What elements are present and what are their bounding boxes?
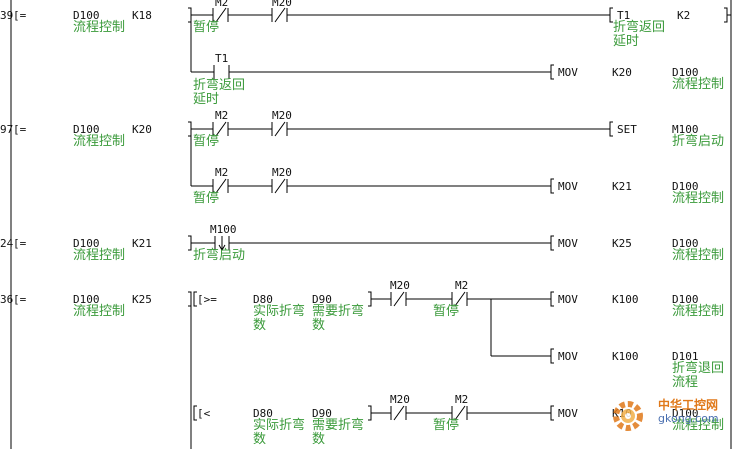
coil-dst[interactable]: D101 bbox=[672, 350, 699, 363]
coil-instr[interactable]: MOV bbox=[558, 66, 578, 79]
gear-logo-icon bbox=[613, 401, 643, 431]
device-comment: 流程控制 bbox=[672, 304, 725, 319]
coil-src[interactable]: K25 bbox=[612, 237, 632, 250]
contact-m20-nc[interactable] bbox=[390, 291, 407, 307]
rung-2[interactable] bbox=[188, 121, 613, 194]
device-comment: 流程控制 bbox=[73, 304, 126, 319]
coil-k[interactable]: K2 bbox=[677, 9, 691, 22]
compare-s1[interactable]: D100 bbox=[73, 9, 100, 22]
contact-label: M2 bbox=[215, 0, 229, 9]
compare-s1[interactable]: D100 bbox=[73, 293, 100, 306]
device-comment: 实际折弯数 bbox=[253, 304, 306, 333]
contact-label: M20 bbox=[390, 279, 410, 292]
contact-m20-nc[interactable] bbox=[271, 178, 288, 194]
device-comment: 暂停 bbox=[193, 20, 220, 35]
contact-label: M2 bbox=[455, 393, 469, 406]
contact-m20-nc[interactable] bbox=[271, 7, 288, 23]
device-comment: 折弯启动 bbox=[672, 134, 725, 149]
step-number: 36 bbox=[0, 293, 14, 306]
device-comment: 折弯启动 bbox=[193, 248, 246, 263]
contact-label: M2 bbox=[455, 279, 469, 292]
device-comment: 流程控制 bbox=[73, 248, 126, 263]
compare-op: [= bbox=[13, 237, 27, 250]
inner-compare-s1[interactable]: D80 bbox=[253, 407, 273, 420]
coil-dst[interactable]: D100 bbox=[672, 180, 699, 193]
contact-label: M2 bbox=[215, 166, 229, 179]
device-comment: 折弯返回延时 bbox=[193, 78, 246, 107]
rung-4[interactable] bbox=[188, 291, 554, 449]
contact-label: M20 bbox=[272, 166, 292, 179]
device-comment: 流程控制 bbox=[672, 191, 725, 206]
compare-op: [= bbox=[13, 123, 27, 136]
compare-op: [= bbox=[13, 9, 27, 22]
compare-s2[interactable]: K21 bbox=[132, 237, 152, 250]
coil-instr[interactable]: T1 bbox=[617, 9, 631, 22]
compare-s2[interactable]: K18 bbox=[132, 9, 152, 22]
watermark: 中华工控网 gkong.com bbox=[604, 392, 732, 440]
coil-dst[interactable]: D100 bbox=[672, 237, 699, 250]
step-number: 39 bbox=[0, 9, 14, 22]
device-comment: 需要折弯数 bbox=[312, 418, 365, 447]
contact-label: M2 bbox=[215, 109, 229, 122]
device-comment: 折弯返回延时 bbox=[613, 20, 666, 49]
coil-src[interactable]: K100 bbox=[612, 350, 639, 363]
coil-src[interactable]: K20 bbox=[612, 66, 632, 79]
device-comment: 流程控制 bbox=[672, 418, 725, 433]
compare-s1[interactable]: D100 bbox=[73, 237, 100, 250]
device-comment: 流程控制 bbox=[73, 20, 126, 35]
contact-label: T1 bbox=[215, 52, 229, 65]
coil-dst[interactable]: D100 bbox=[672, 293, 699, 306]
coil-instr[interactable]: MOV bbox=[558, 407, 578, 420]
device-comment: 流程控制 bbox=[672, 77, 725, 92]
contact-m20-nc[interactable] bbox=[390, 405, 407, 421]
device-comment: 实际折弯数 bbox=[253, 418, 306, 447]
inner-compare-s2[interactable]: D90 bbox=[312, 293, 332, 306]
rung-1[interactable] bbox=[188, 7, 731, 80]
contact-label: M20 bbox=[272, 0, 292, 9]
compare-op: [= bbox=[13, 293, 27, 306]
inner-compare-op: [< bbox=[197, 407, 211, 420]
device-comment: 流程控制 bbox=[73, 134, 126, 149]
inner-compare-s1[interactable]: D80 bbox=[253, 293, 273, 306]
coil-instr[interactable]: MOV bbox=[558, 180, 578, 193]
coil-dst[interactable]: D100 bbox=[672, 407, 699, 420]
coil-instr[interactable]: MOV bbox=[558, 350, 578, 363]
coil-src[interactable]: K100 bbox=[612, 293, 639, 306]
contact-t1-no[interactable] bbox=[213, 65, 230, 79]
device-comment: 暂停 bbox=[193, 191, 220, 206]
coil-instr[interactable]: SET bbox=[617, 123, 637, 136]
coil-instr[interactable]: MOV bbox=[558, 293, 578, 306]
coil-src[interactable]: K21 bbox=[612, 180, 632, 193]
watermark-title: 中华工控网 bbox=[658, 398, 719, 412]
contact-m20-nc[interactable] bbox=[271, 121, 288, 137]
contact-label: M20 bbox=[390, 393, 410, 406]
compare-s1[interactable]: D100 bbox=[73, 123, 100, 136]
device-comment: 暂停 bbox=[193, 134, 220, 149]
inner-compare-s2[interactable]: D90 bbox=[312, 407, 332, 420]
rung-3[interactable] bbox=[188, 235, 554, 251]
contact-label: M100 bbox=[210, 223, 237, 236]
compare-s2[interactable]: K25 bbox=[132, 293, 152, 306]
watermark-url: gkong.com bbox=[658, 412, 719, 425]
device-comment: 需要折弯数 bbox=[312, 304, 365, 333]
step-number: 24 bbox=[0, 237, 14, 250]
coil-dst[interactable]: M100 bbox=[672, 123, 699, 136]
contact-label: M20 bbox=[272, 109, 292, 122]
coil-dst[interactable]: D100 bbox=[672, 66, 699, 79]
inner-compare-op: [>= bbox=[197, 293, 217, 306]
device-comment: 折弯退回流程 bbox=[672, 361, 725, 390]
coil-instr[interactable]: MOV bbox=[558, 237, 578, 250]
step-number: 97 bbox=[0, 123, 14, 136]
device-comment: 暂停 bbox=[433, 304, 460, 319]
device-comment: 流程控制 bbox=[672, 248, 725, 263]
device-comment: 暂停 bbox=[433, 418, 460, 433]
compare-s2[interactable]: K20 bbox=[132, 123, 152, 136]
